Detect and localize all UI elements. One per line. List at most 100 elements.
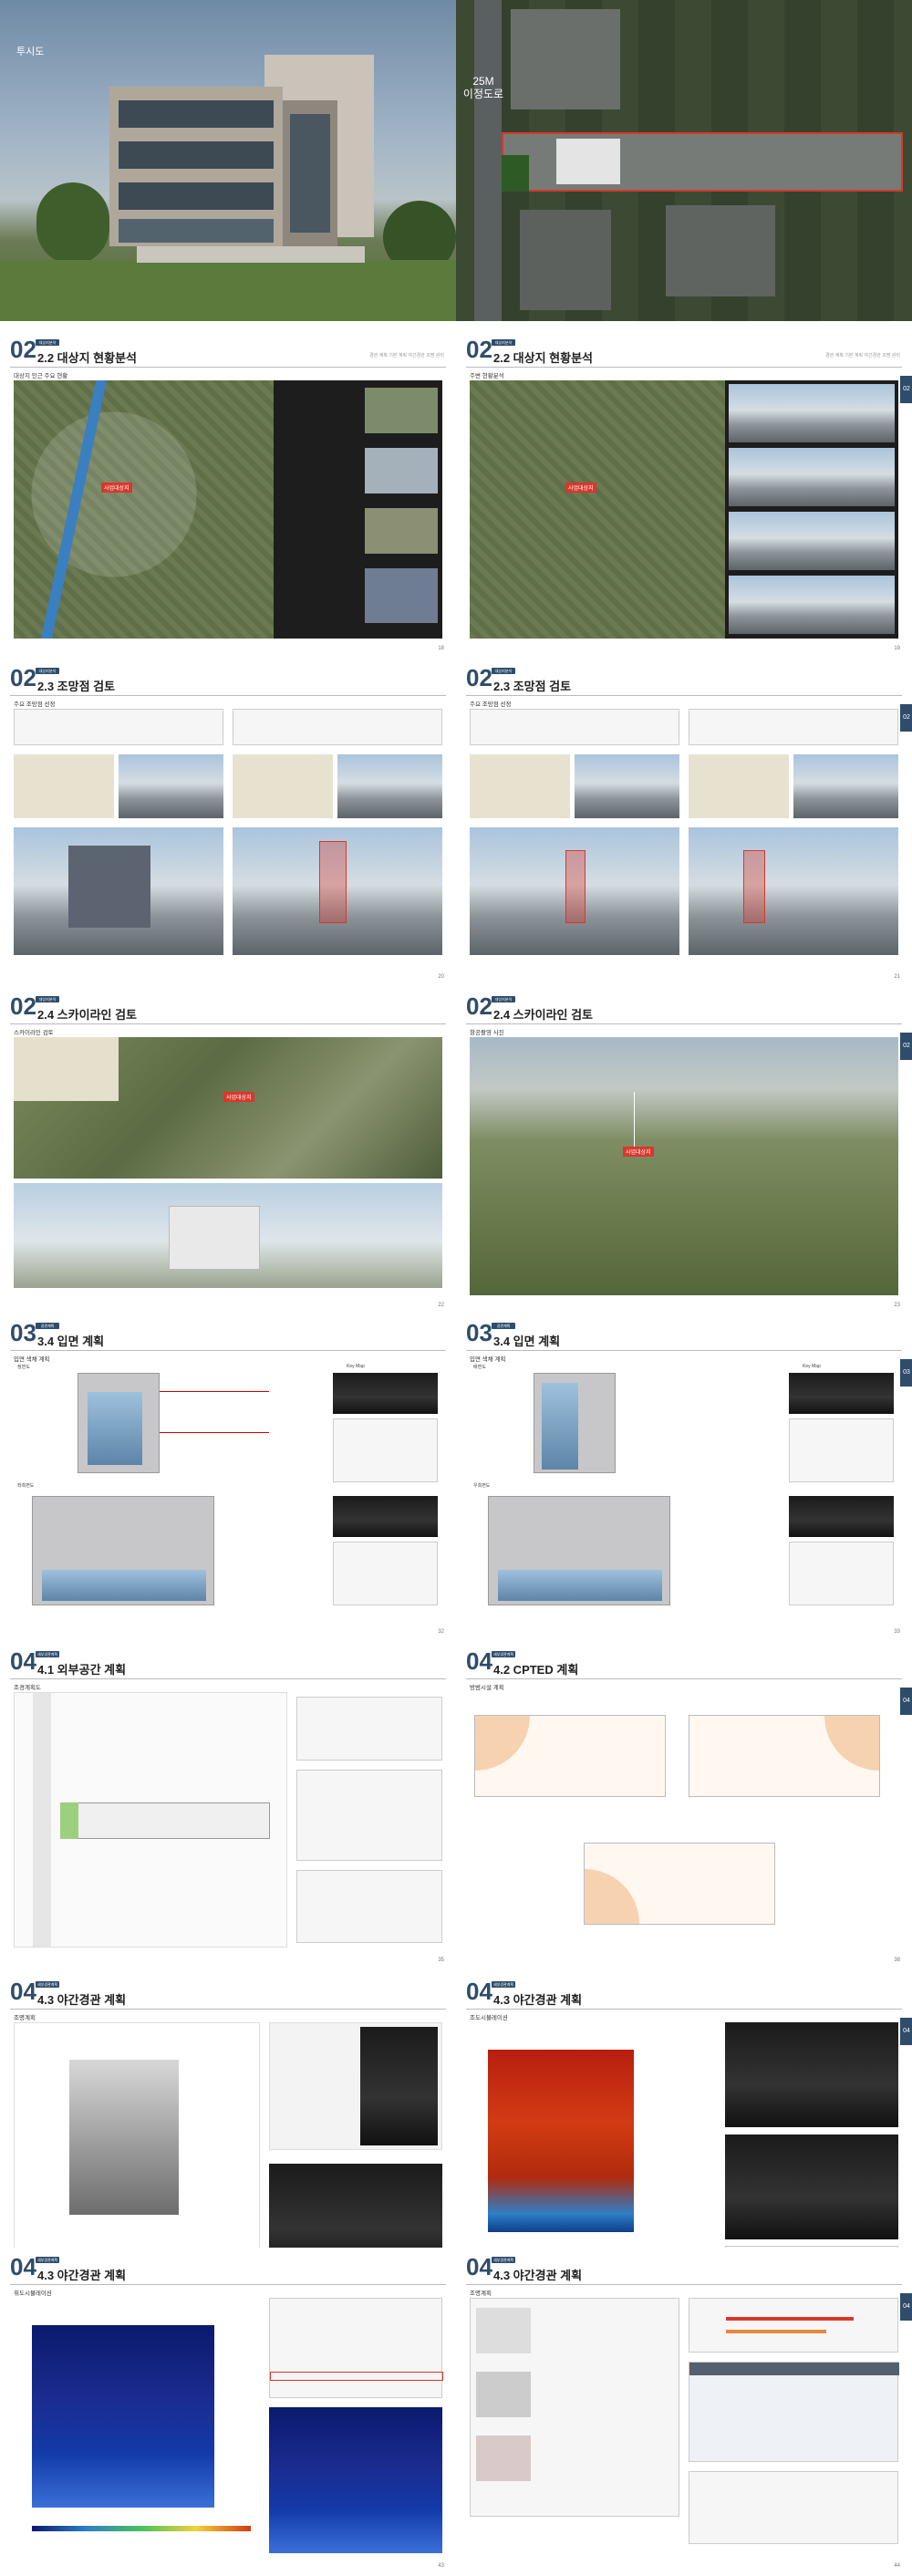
breadcrumb: 경관 계획 기본 계획 야간경관 조명 관리 xyxy=(369,353,444,358)
section-subtitle: 대상지 인근 주요 현황 xyxy=(14,373,68,379)
section-subtitle: 주변 현황분석 xyxy=(470,373,504,379)
site-map: 사업대상지 xyxy=(470,380,725,639)
cpted-floor-plan-1 xyxy=(474,1715,666,1797)
simulation-view-1 xyxy=(725,2022,898,2127)
chapter-tab: 04 xyxy=(900,2018,912,2045)
color-spec-table xyxy=(789,1418,894,1482)
chapter-number: 04 xyxy=(466,2253,492,2280)
page-title: 2.3 조망점 검토 xyxy=(37,680,116,693)
page-title: 2.4 스카이라인 검토 xyxy=(37,1008,138,1022)
chapter-tab: 04 xyxy=(900,1688,912,1715)
photo-d-small xyxy=(793,754,898,818)
viewpoint-c-photo xyxy=(470,827,679,955)
color-scale xyxy=(32,2526,251,2531)
chapter-number: 04 xyxy=(10,1647,36,1675)
title-rule xyxy=(466,2009,902,2010)
viewpoint-a-photo xyxy=(14,827,223,955)
perspective-render: 투시도 xyxy=(0,0,456,321)
page-title: 4.3 야간경관 계획 xyxy=(493,2269,583,2282)
front-elevation xyxy=(78,1373,160,1473)
chapter-tab: 03 xyxy=(900,1359,912,1387)
page-title: 2.3 조망점 검토 xyxy=(493,680,572,693)
road-name: 이정도로 xyxy=(462,88,504,100)
chapter-number: 03 xyxy=(10,1319,36,1346)
page-number: 44 xyxy=(894,2563,900,2569)
keymap-b xyxy=(233,754,333,818)
camera-coverage xyxy=(475,1716,530,1771)
page-number: 22 xyxy=(438,1303,444,1308)
chapter-chip: 세부경관계획 xyxy=(36,1981,59,1988)
chapter-number: 04 xyxy=(10,2253,36,2280)
chapter-tab: 02 xyxy=(900,1033,912,1060)
tree-left xyxy=(36,182,109,265)
elevation-label-rear: 배면도 xyxy=(473,1365,486,1370)
chapter-tab: 02 xyxy=(900,704,912,732)
cpted-floor-plan-2 xyxy=(689,1715,880,1797)
section-subtitle: 스카이라인 검토 xyxy=(14,1030,54,1036)
page-number: 23 xyxy=(894,1303,900,1308)
rear-elevation xyxy=(534,1373,616,1473)
section-subtitle: 휘도시뮬레이션 xyxy=(14,2290,52,2297)
schedule-bar-1 xyxy=(726,2317,854,2321)
page-44: 04 4.3 야간경관 계획 조명계획 04 44 세부경관계획 xyxy=(461,2248,912,2571)
site-marker: 사업대상지 xyxy=(101,483,132,493)
keymap-d xyxy=(689,754,789,818)
title-rule xyxy=(10,2284,446,2285)
page-number: 20 xyxy=(438,974,444,980)
section-subtitle: 주요 조망점 선정 xyxy=(470,701,512,708)
site-building xyxy=(556,139,620,184)
lawn xyxy=(0,260,456,321)
title-rule xyxy=(10,1678,446,1679)
title-rule xyxy=(466,1023,902,1024)
chapter-number: 02 xyxy=(466,336,492,363)
window-band-4 xyxy=(119,219,274,243)
neighbor-building-1 xyxy=(511,9,620,109)
cpted-floor-plan-3 xyxy=(584,1843,775,1925)
hero-section: 투시도 25M 이정도로 xyxy=(0,0,912,321)
chapter-chip: 세부경관계획 xyxy=(492,1651,515,1657)
camera-coverage xyxy=(585,1869,639,1924)
keymap-c xyxy=(470,754,570,818)
luminance-table xyxy=(269,2298,443,2398)
chapter-chip: 대상지분석 xyxy=(492,668,515,674)
keymap-render-2 xyxy=(333,1496,438,1537)
callout-line xyxy=(160,1391,269,1392)
window-band-2 xyxy=(119,141,274,169)
plaza xyxy=(137,246,365,263)
right-elevation xyxy=(488,1496,670,1605)
luminance-detail xyxy=(269,2407,442,2553)
photo-c-small xyxy=(575,754,679,818)
simulation-view-2 xyxy=(725,2135,898,2239)
site-marker: 사업대상지 xyxy=(565,483,596,493)
chapter-chip: 경관계획 xyxy=(492,1323,515,1329)
control-photo-3 xyxy=(476,2436,531,2481)
page-number: 21 xyxy=(894,974,900,980)
elevation-label-side: 좌측면도 xyxy=(17,1483,35,1489)
chapter-chip: 세부경관계획 xyxy=(36,2257,59,2263)
window-band-1 xyxy=(119,100,274,128)
neighbor-building-2 xyxy=(520,210,611,310)
chapter-number: 04 xyxy=(10,1978,36,2005)
section-subtitle: 입면 색채 계획 xyxy=(14,1356,50,1363)
title-rule xyxy=(10,367,446,368)
page-title: 2.4 스카이라인 검토 xyxy=(493,1008,594,1022)
site-marker: 사업대상지 xyxy=(223,1092,254,1102)
section-subtitle: 조명계획 xyxy=(14,2015,36,2021)
chapter-tab: 04 xyxy=(900,2293,912,2321)
viewpoint-table-a xyxy=(14,709,223,745)
lighting-control-table xyxy=(470,2298,679,2517)
target-outline xyxy=(743,850,765,923)
plan-road xyxy=(33,1693,51,1947)
target-outline xyxy=(319,841,347,923)
chapter-chip: 경관계획 xyxy=(36,1323,59,1329)
title-rule xyxy=(466,367,902,368)
night-photo xyxy=(360,2027,438,2145)
area-table xyxy=(296,1870,442,1943)
schedule-bar-2 xyxy=(726,2330,826,2333)
page-41: 04 4.3 야간경관 계획 조명계획 41 세부경관계획 xyxy=(5,1972,451,2295)
chapter-number: 03 xyxy=(466,1319,492,1346)
viewpoint-b-photo xyxy=(233,827,442,955)
keymap-render xyxy=(333,1373,438,1414)
skyline-aerial: 사업대상지 xyxy=(14,1037,442,1179)
chapter-tab: 02 xyxy=(900,376,912,403)
